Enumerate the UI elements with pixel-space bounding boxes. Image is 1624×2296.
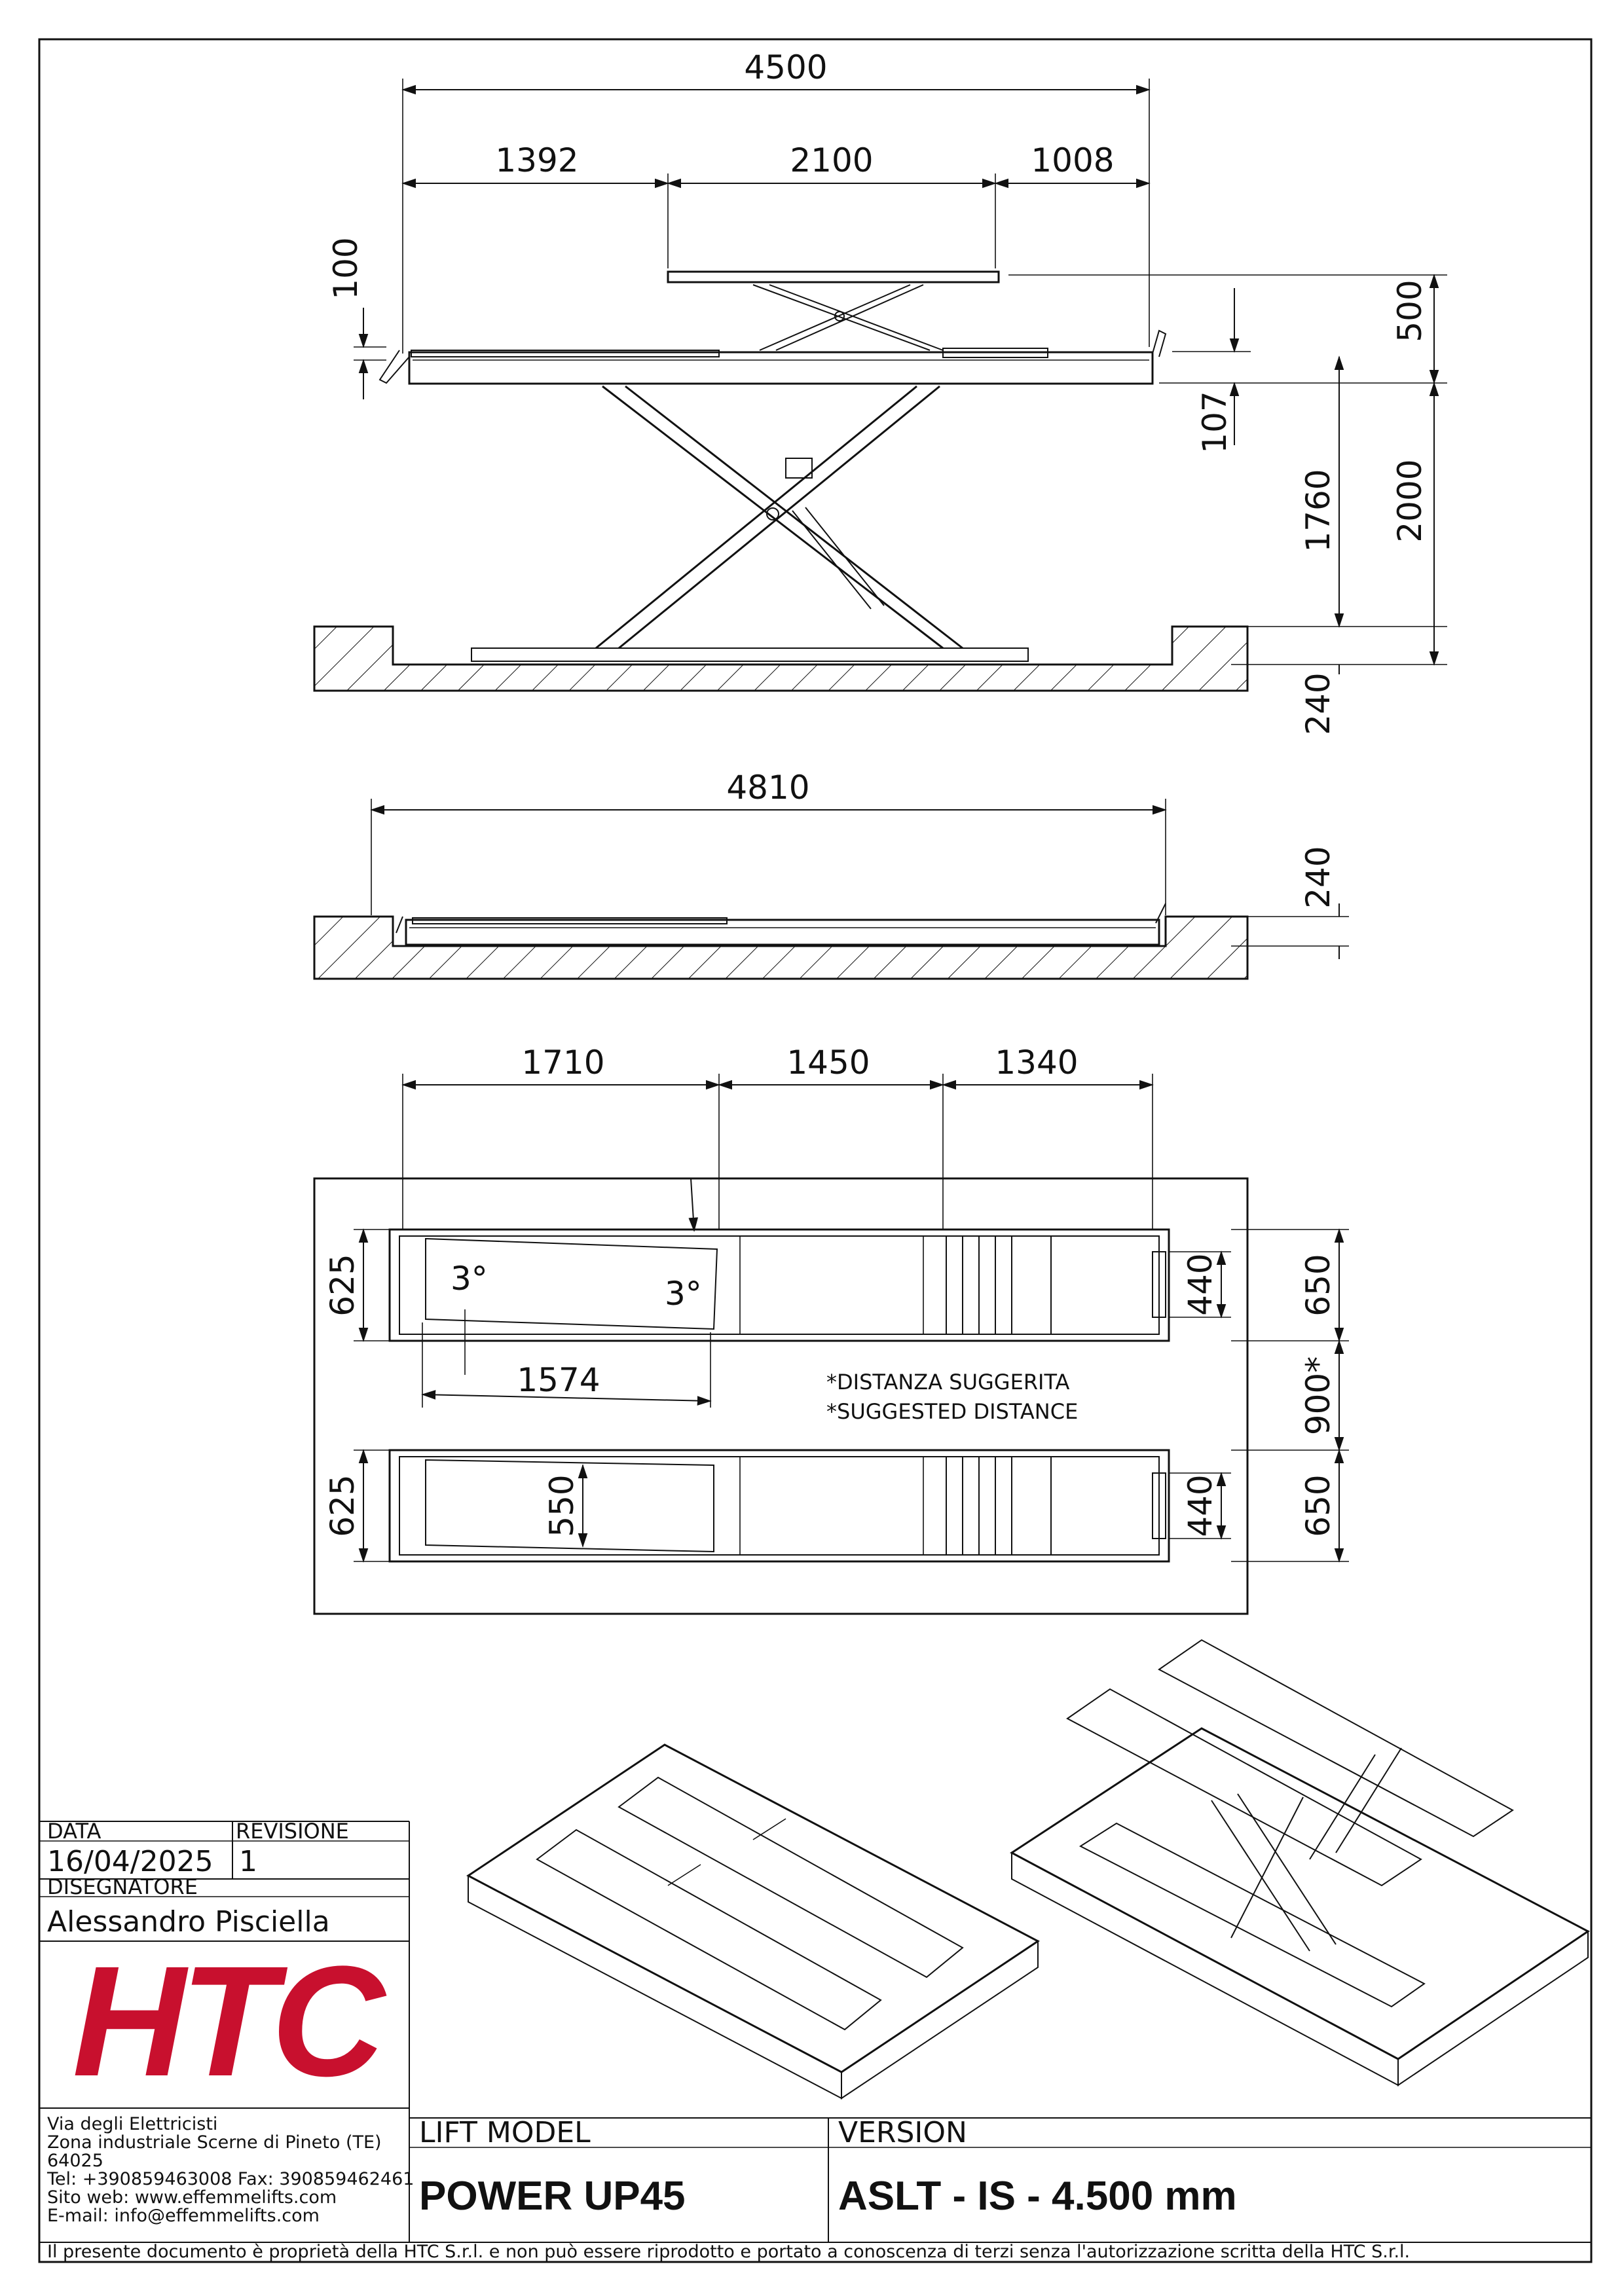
- slip-plate-bottom: [425, 1459, 714, 1553]
- pit-ground-hatch: [313, 625, 1249, 692]
- footer-disclaimer: Il presente documento è proprietà della …: [47, 2242, 1410, 2262]
- dim-lift-height-2000: 2000: [1391, 459, 1429, 542]
- version-value: ASLT - IS - 4.500 mm: [838, 2174, 1237, 2219]
- svg-text:HTC: HTC: [72, 1933, 387, 2109]
- model-value: POWER UP45: [419, 2174, 686, 2219]
- htc-logo: HTC: [56, 1933, 396, 2109]
- model-label: LIFT MODEL: [419, 2116, 591, 2149]
- main-runway: [408, 351, 1154, 385]
- dim-angle-left: 3°: [451, 1260, 488, 1298]
- dim-seg-3: 1340: [995, 1044, 1078, 1082]
- note-suggested: *SUGGESTED DISTANCE: [826, 1399, 1078, 1424]
- dim-angle-right: 3°: [665, 1275, 702, 1313]
- runway-top: [388, 1228, 1170, 1342]
- dim-left-offset: 1392: [495, 141, 578, 179]
- address-line-4: Tel: +390859463008 Fax: 390859462461: [46, 2169, 414, 2189]
- dim-runway-width-left-top: 625: [323, 1254, 361, 1316]
- address-line-6: E-mail: info@effemmelifts.com: [47, 2206, 320, 2226]
- side-view-raised: 4500 1392 2100 1008 100 500 107 1760 200…: [313, 48, 1447, 735]
- revision-value: 1: [239, 1845, 257, 1878]
- lowered-runway: [405, 919, 1160, 946]
- dim-right-offset: 1008: [1031, 141, 1114, 179]
- pit-floor-plate: [471, 647, 1029, 662]
- designer-label: DISEGNATORE: [47, 1874, 198, 1899]
- slip-plate-top: [425, 1237, 718, 1330]
- version-label: VERSION: [838, 2116, 967, 2149]
- revision-label: REVISIONE: [236, 1819, 349, 1844]
- isometric-view-raised: [1010, 1639, 1590, 2086]
- dim-aux-platform: 2100: [790, 141, 873, 179]
- date-value: 16/04/2025: [47, 1845, 213, 1878]
- dim-runway-width-right-top: 650: [1299, 1254, 1337, 1316]
- dim-suggested-gap: 900*: [1299, 1357, 1337, 1435]
- address-line-1: Via degli Elettricisti: [47, 2114, 217, 2134]
- pit-outline: [313, 1177, 1249, 1615]
- title-block: DATA 16/04/2025 REVISIONE 1 DISEGNATORE …: [39, 1819, 1591, 2262]
- address-line-5: Sito web: www.effemmelifts.com: [47, 2187, 337, 2208]
- aux-platform: [667, 270, 1000, 283]
- runway-bottom: [388, 1449, 1170, 1563]
- dim-plate-width: 550: [543, 1474, 581, 1537]
- dim-overall-length: 4500: [744, 48, 827, 86]
- dim-seg-2: 1450: [786, 1044, 870, 1082]
- dim-runway-width-right-bottom: 650: [1299, 1474, 1337, 1537]
- address-line-3: 64025: [47, 2151, 103, 2171]
- dim-pit-depth: 240: [1299, 672, 1337, 735]
- dim-plate-length: 1574: [517, 1361, 600, 1399]
- note-distanza: *DISTANZA SUGGERITA: [826, 1370, 1070, 1394]
- dim-inner-width-top: 440: [1181, 1253, 1219, 1315]
- dim-ramp-height: 100: [327, 237, 365, 299]
- dim-seg-1: 1710: [521, 1044, 604, 1082]
- dim-lowered-length: 4810: [726, 769, 809, 807]
- designer-value: Alessandro Pisciella: [47, 1905, 330, 1939]
- sheet-border: [38, 38, 1593, 2263]
- side-view-lowered: 4810 240: [313, 769, 1349, 980]
- pit-ground-hatch-lowered: [313, 915, 1249, 980]
- dim-platform-thickness: 107: [1196, 391, 1234, 453]
- dim-runway-width-left-bottom: 625: [323, 1474, 361, 1537]
- date-label: DATA: [47, 1819, 101, 1844]
- dim-aux-lift: 500: [1391, 280, 1429, 342]
- dim-lowered-pit-depth: 240: [1299, 846, 1337, 908]
- dim-lift-height-1760: 1760: [1299, 469, 1337, 552]
- dim-inner-width-bottom: 440: [1181, 1474, 1219, 1537]
- isometric-view-lowered: [466, 1743, 1040, 2100]
- address-line-2: Zona industriale Scerne di Pineto (TE): [47, 2132, 382, 2153]
- top-view: 1710 1450 1340 3° 3° 1574 550 625 625 44…: [313, 1044, 1349, 1615]
